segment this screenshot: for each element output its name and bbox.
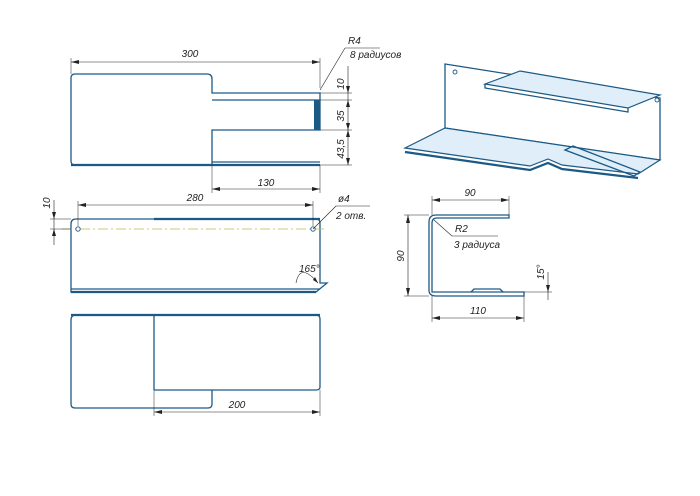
front-10-arrow-bottom bbox=[52, 229, 56, 236]
top-r4-leader bbox=[319, 47, 346, 91]
front-dim-280: 280 bbox=[186, 193, 204, 204]
top-300-arrow-left bbox=[71, 60, 79, 64]
top-arrow-165 bbox=[346, 158, 350, 165]
side-view-profile bbox=[428, 214, 525, 297]
top-arrow-130b bbox=[346, 130, 350, 137]
top-130-arrow-right bbox=[312, 187, 320, 191]
front-bend-angle: 165° bbox=[299, 264, 320, 275]
front-angle-arrow bbox=[313, 277, 318, 283]
bottom-dim-200: 200 bbox=[228, 400, 246, 411]
side-view-lip bbox=[470, 288, 504, 293]
side-radius-note: R2 bbox=[455, 224, 468, 235]
side-110-arrow-left bbox=[432, 316, 440, 320]
top-view-outline bbox=[70, 73, 321, 166]
side-90v-arrow-top bbox=[406, 215, 410, 223]
iso-top-shelf-edge bbox=[484, 84, 629, 113]
front-280-arrow-left bbox=[78, 203, 86, 207]
front-hole-count-note: 2 отв. bbox=[335, 211, 366, 222]
top-dim-10: 10 bbox=[336, 78, 347, 90]
side-radius-count-note: 3 радиуса bbox=[454, 240, 501, 251]
side-90v-arrow-bottom bbox=[406, 288, 410, 296]
iso-hole-left bbox=[452, 69, 458, 75]
top-dim-43-5: 43,5 bbox=[336, 139, 347, 159]
side-90top-arrow-left bbox=[432, 198, 440, 202]
iso-hole-right bbox=[654, 97, 660, 103]
isometric-view bbox=[403, 63, 663, 180]
front-280-arrow-right bbox=[305, 203, 313, 207]
front-hole-note: ø4 bbox=[338, 194, 350, 205]
side-dim-90-vertical: 90 bbox=[396, 250, 407, 262]
top-view-slot bbox=[314, 100, 320, 130]
front-view-outline bbox=[70, 218, 329, 293]
top-arrow-93 bbox=[346, 86, 350, 93]
bottom-view: 200 bbox=[70, 313, 321, 416]
top-300-arrow-right bbox=[312, 60, 320, 64]
front-10-arrow-top bbox=[52, 212, 56, 219]
top-radius-count-note: 8 радиусов bbox=[350, 50, 401, 61]
top-view: 300 R4 8 радиусов 10 35 43,5 130 bbox=[70, 36, 401, 193]
side-15-arrow bbox=[546, 285, 550, 292]
top-dim-130: 130 bbox=[258, 178, 275, 189]
top-arrow-100 bbox=[346, 100, 350, 107]
front-view: 280 10 ø4 2 отв. 165° bbox=[42, 193, 370, 294]
iso-bottom-shelf-front-edge bbox=[404, 150, 639, 180]
top-dim-300: 300 bbox=[182, 49, 199, 60]
bottom-200-arrow-left bbox=[154, 410, 162, 414]
front-hole-leader bbox=[312, 205, 337, 230]
bottom-200-arrow-right bbox=[312, 410, 320, 414]
side-dim-110: 110 bbox=[470, 306, 486, 317]
side-110-arrow-right bbox=[516, 316, 524, 320]
side-dim-15: 15° bbox=[536, 264, 547, 279]
front-dim-10: 10 bbox=[42, 197, 53, 209]
bottom-view-outline bbox=[70, 314, 321, 409]
iso-bottom-shelf bbox=[403, 127, 662, 175]
front-hole-left bbox=[75, 226, 81, 232]
side-dim-90-top: 90 bbox=[464, 188, 476, 199]
top-dim-35: 35 bbox=[336, 110, 347, 122]
side-view: 90 R2 3 радиуса 90 15° 110 bbox=[396, 188, 552, 322]
side-90top-arrow-right bbox=[501, 198, 509, 202]
top-130-arrow-left bbox=[212, 187, 220, 191]
top-arrow-130a bbox=[346, 123, 350, 130]
iso-bottom-lip bbox=[563, 145, 642, 177]
top-radius-note: R4 bbox=[348, 36, 361, 47]
iso-top-shelf bbox=[482, 70, 663, 109]
side-r2-leader bbox=[433, 219, 453, 237]
